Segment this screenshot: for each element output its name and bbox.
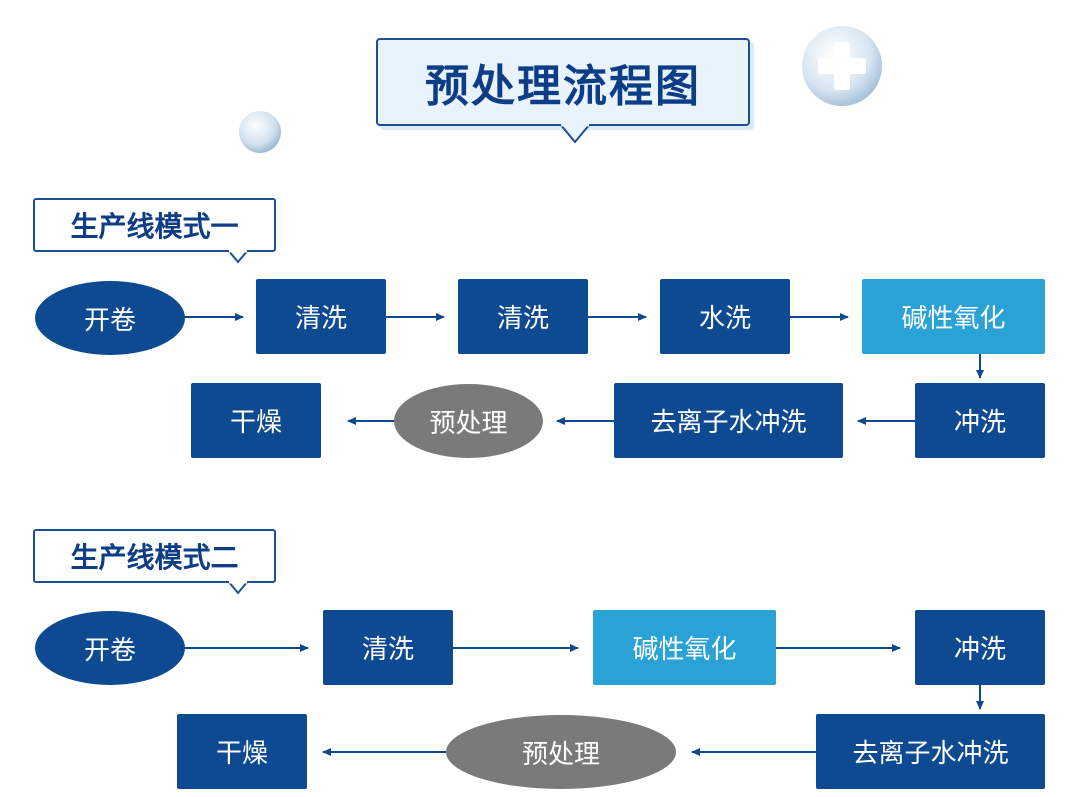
title-pointer bbox=[560, 124, 590, 144]
node-rinse: 冲洗 bbox=[915, 383, 1045, 458]
node-clean: 清洗 bbox=[256, 279, 386, 354]
mode2-label: 生产线模式二 bbox=[33, 529, 276, 583]
node-pretreatment: 预处理 bbox=[394, 384, 543, 458]
node-alkaline-oxidation: 碱性氧化 bbox=[593, 610, 776, 685]
node-deionized-rinse: 去离子水冲洗 bbox=[816, 714, 1045, 789]
node-deionized-rinse: 去离子水冲洗 bbox=[614, 383, 843, 458]
mode2-label-pointer bbox=[228, 581, 250, 595]
node-uncoil: 开卷 bbox=[35, 281, 185, 355]
mode1-label-pointer bbox=[228, 250, 250, 264]
title-banner: 预处理流程图 bbox=[376, 38, 750, 126]
page-title: 预处理流程图 bbox=[425, 61, 701, 112]
node-dry: 干燥 bbox=[191, 383, 321, 458]
node-uncoil: 开卷 bbox=[35, 611, 185, 685]
node-pretreatment: 预处理 bbox=[446, 715, 676, 789]
node-rinse: 冲洗 bbox=[915, 610, 1045, 685]
plus-bubble-icon bbox=[802, 26, 882, 106]
mode1-label: 生产线模式一 bbox=[33, 198, 276, 252]
node-clean: 清洗 bbox=[323, 610, 453, 685]
node-dry: 干燥 bbox=[177, 714, 307, 789]
node-clean: 清洗 bbox=[458, 279, 588, 354]
bubble-decoration bbox=[239, 111, 281, 153]
node-water-wash: 水洗 bbox=[660, 279, 790, 354]
node-alkaline-oxidation: 碱性氧化 bbox=[862, 279, 1045, 354]
